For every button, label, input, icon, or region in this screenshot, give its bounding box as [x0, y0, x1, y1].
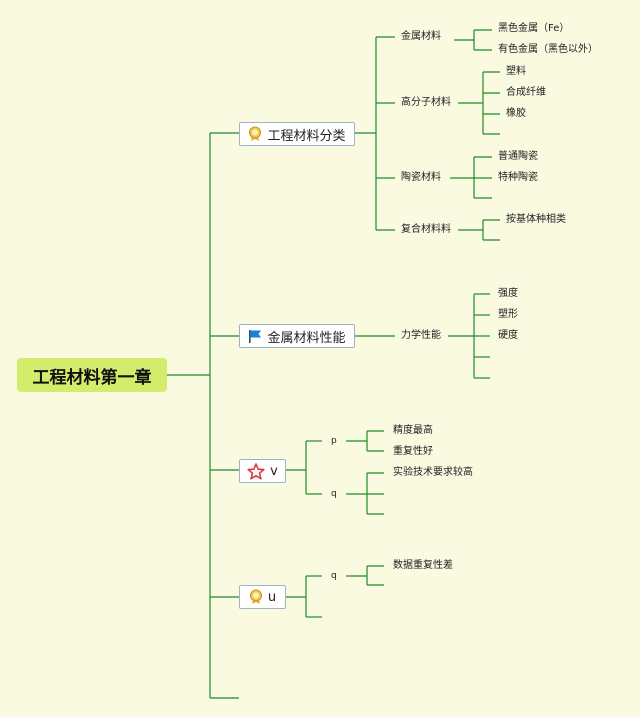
topic-u[interactable]: u — [239, 585, 286, 609]
subtopic-ceramic[interactable]: 陶瓷材料 — [401, 172, 441, 183]
topic-label: v — [270, 463, 278, 479]
subtopic-p[interactable]: p — [331, 436, 337, 446]
award-medal-icon — [248, 126, 262, 142]
topic-v[interactable]: v — [239, 459, 286, 483]
subtopic-q[interactable]: q — [331, 571, 337, 581]
leaf-highest-precision[interactable]: 精度最高 — [393, 425, 433, 436]
award-medal-icon — [249, 589, 263, 605]
leaf-nonferrous-metal[interactable]: 有色金属（黑色以外） — [498, 44, 598, 55]
topic-label: 金属材料性能 — [267, 330, 346, 346]
leaf-strength[interactable]: 强度 — [498, 288, 518, 299]
leaf-poor-data-repeatability[interactable]: 数据重复性差 — [393, 560, 453, 571]
leaf-special-ceramic[interactable]: 特种陶瓷 — [498, 172, 538, 183]
root-topic[interactable]: 工程材料第一章 — [17, 358, 167, 392]
blue-flag-icon — [248, 329, 262, 344]
subtopic-polymer[interactable]: 高分子材料 — [401, 97, 451, 108]
topic-label: u — [267, 589, 277, 605]
subtopic-composite[interactable]: 复合材料料 — [401, 224, 451, 235]
leaf-hardness[interactable]: 硬度 — [498, 330, 518, 341]
topic-metal-properties[interactable]: 金属材料性能 — [239, 324, 355, 348]
subtopic-metal[interactable]: 金属材料 — [401, 31, 441, 42]
leaf-synthetic-fiber[interactable]: 合成纤维 — [506, 87, 546, 98]
topic-label: 工程材料分类 — [267, 128, 346, 144]
root-topic-label: 工程材料第一章 — [32, 367, 152, 388]
leaf-rubber[interactable]: 橡胶 — [506, 108, 526, 119]
leaf-ferrous-metal[interactable]: 黑色金属（Fe） — [498, 23, 570, 34]
leaf-high-technique-requirement[interactable]: 实验技术要求较高 — [393, 467, 473, 478]
subtopic-mechanical-properties[interactable]: 力学性能 — [401, 330, 441, 341]
leaf-plasticity[interactable]: 塑形 — [498, 309, 518, 320]
leaf-plastic[interactable]: 塑料 — [506, 66, 526, 77]
subtopic-q[interactable]: q — [331, 489, 337, 499]
leaf-ordinary-ceramic[interactable]: 普通陶瓷 — [498, 151, 538, 162]
topic-material-classification[interactable]: 工程材料分类 — [239, 122, 355, 146]
leaf-good-repeatability[interactable]: 重复性好 — [393, 446, 433, 457]
leaf-by-matrix-type[interactable]: 按基体种相类 — [506, 214, 566, 225]
red-star-icon — [247, 462, 265, 480]
